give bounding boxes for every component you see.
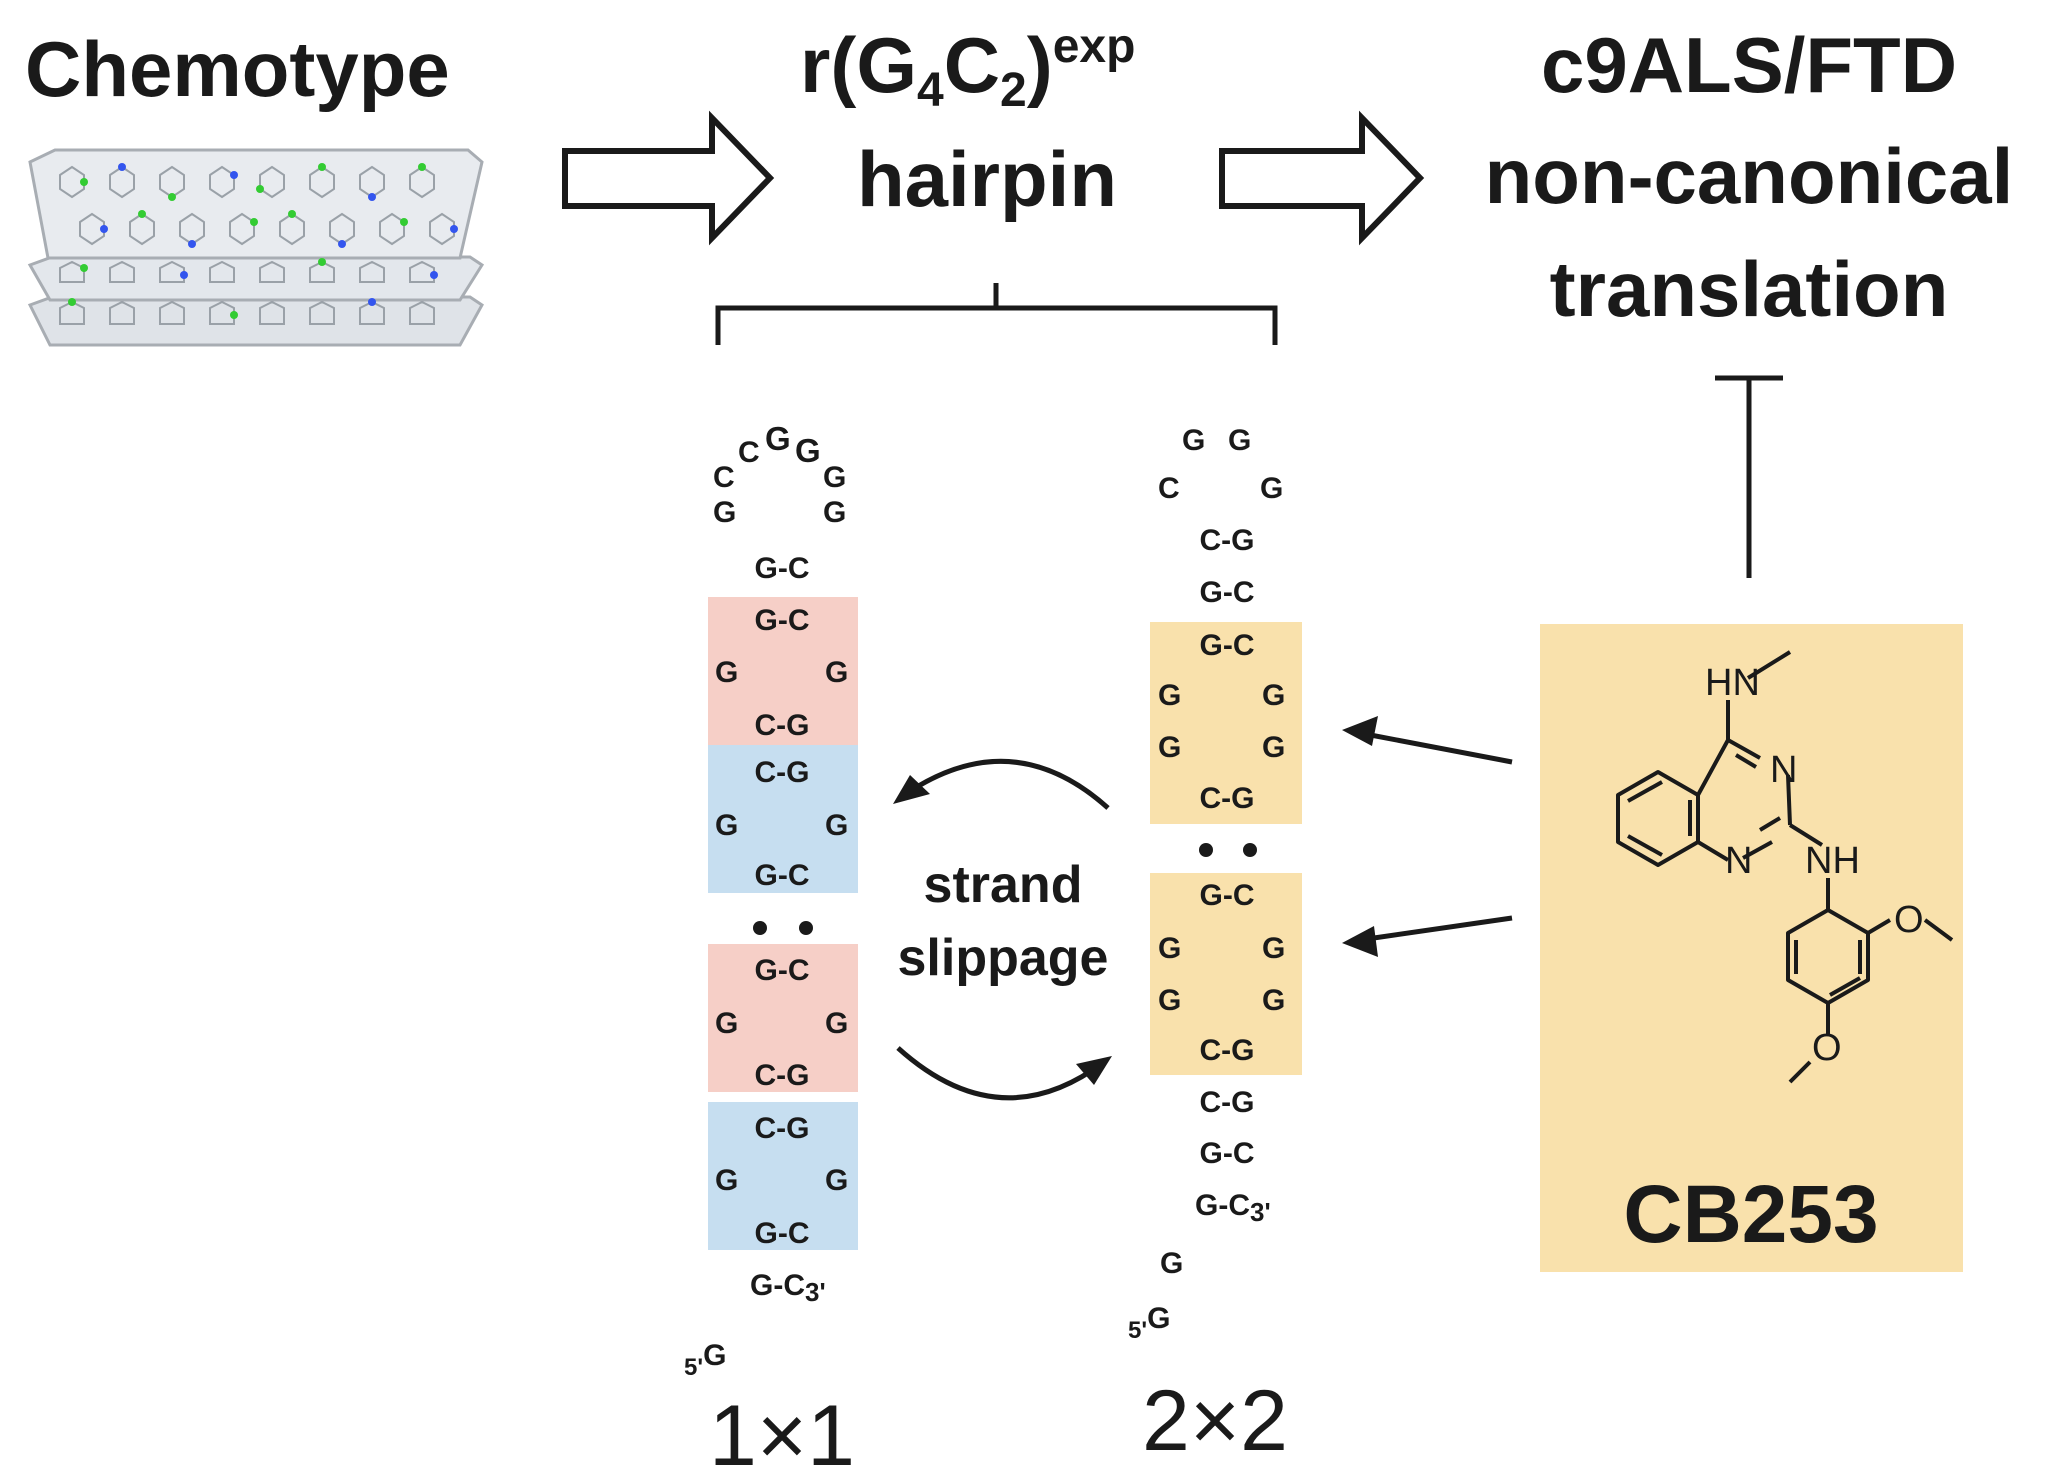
loop-base: C xyxy=(1158,472,1180,505)
hairpin-1x1: C C G G G G G G-C G-C G G C-G C-G G G G-… xyxy=(684,420,858,1484)
motif-box-pink-2 xyxy=(708,944,858,1092)
inhibition-line xyxy=(1715,375,1783,578)
terminal-pair: G-C3' xyxy=(1195,1189,1271,1227)
base-pair: G-C xyxy=(755,552,810,585)
loop-base: G xyxy=(823,461,846,494)
motif-label-2x2: 2×2 xyxy=(1142,1373,1288,1469)
arrow-chemotype-to-hairpin xyxy=(562,110,775,246)
base-pair: C-G xyxy=(1200,1034,1255,1067)
base-pair: G-C xyxy=(1200,879,1255,912)
loop-base: C xyxy=(713,461,735,494)
unpaired-base: G xyxy=(1158,932,1181,965)
binding-arrow-upper xyxy=(1359,730,1513,765)
unpaired-base: G xyxy=(1158,679,1181,712)
unpaired-base: G xyxy=(715,1164,738,1197)
unpaired-base: G xyxy=(1158,731,1181,764)
motif-label-1x1: 1×1 xyxy=(709,1388,855,1484)
base-pair: C-G xyxy=(1200,782,1255,815)
loop-base: G xyxy=(1228,424,1251,457)
motif-box-blue-1 xyxy=(708,745,858,893)
base-pair: G-C xyxy=(1200,1137,1255,1170)
slippage-label-line-2: slippage xyxy=(898,929,1109,987)
five-prime-end: 5'G xyxy=(684,1339,726,1381)
dot xyxy=(799,921,813,935)
slippage-arrow-top xyxy=(898,759,1110,810)
unpaired-base: G xyxy=(825,809,848,842)
terminal-pair: G-C3' xyxy=(750,1269,826,1307)
base-pair: C-G xyxy=(755,756,810,789)
loop-base: G xyxy=(1182,424,1205,457)
slippage-arrow-bottom-head xyxy=(1076,1056,1112,1085)
binding-arrow-lower xyxy=(1359,915,1513,943)
loop-base: C xyxy=(738,436,760,469)
compound-panel: HN N N NH O O CB253 xyxy=(1540,624,1963,1272)
loop-base: G xyxy=(795,432,821,469)
slippage-arrow-bottom xyxy=(896,1046,1106,1101)
unpaired-base: G xyxy=(715,809,738,842)
unpaired-base: G xyxy=(825,1007,848,1040)
chemotype-plates-icon xyxy=(27,148,485,347)
atom-n-ring-lower: N xyxy=(1725,840,1752,882)
unpaired-base: G xyxy=(715,1007,738,1040)
hairpin-brace xyxy=(715,283,1278,345)
binding-arrow-lower-head xyxy=(1342,926,1378,957)
base-pair: G-C xyxy=(1200,629,1255,662)
motif-box-yellow-1 xyxy=(1150,622,1302,824)
dot xyxy=(753,921,767,935)
unpaired-base: G xyxy=(1262,679,1285,712)
atom-nh: NH xyxy=(1805,840,1860,882)
dot xyxy=(1199,843,1213,857)
dot xyxy=(1243,843,1257,857)
compound-name: CB253 xyxy=(1623,1169,1878,1260)
base-pair: C-G xyxy=(755,709,810,742)
atom-hn: HN xyxy=(1705,662,1760,704)
base-pair: C-G xyxy=(1200,1086,1255,1119)
base-pair: C-G xyxy=(1200,524,1255,557)
base-pair: G-C xyxy=(755,954,810,987)
loop-base: G xyxy=(1260,472,1283,505)
outcome-line-3: translation xyxy=(1550,245,1949,333)
chemotype-label: Chemotype xyxy=(25,25,450,113)
motif-box-yellow-2 xyxy=(1150,873,1302,1075)
unpaired-base: G xyxy=(825,656,848,689)
unpaired-base: G xyxy=(1158,984,1181,1017)
base-pair: G-C xyxy=(755,604,810,637)
atom-o-para: O xyxy=(1812,1027,1842,1069)
hairpin-title: r(G4C2)exp xyxy=(800,20,1135,117)
tail-base: G xyxy=(1160,1247,1183,1280)
motif-box-pink-1 xyxy=(708,597,858,745)
outcome-line-2: non-canonical xyxy=(1485,132,2014,220)
arrow-hairpin-to-outcome xyxy=(1219,110,1425,246)
base-pair: C-G xyxy=(755,1059,810,1092)
hairpin-2x2: G G C G C-G G-C G-C G G G G C-G G-C G G … xyxy=(1128,424,1302,1469)
loop-base: G xyxy=(823,496,846,529)
unpaired-base: G xyxy=(1262,932,1285,965)
compound-box xyxy=(1540,624,1963,1272)
atom-o-ortho: O xyxy=(1894,899,1924,941)
unpaired-base: G xyxy=(715,656,738,689)
slippage-arrow-top-head xyxy=(893,775,930,804)
cb253-structure xyxy=(1616,650,1954,1084)
slippage-label-line-1: strand xyxy=(924,856,1083,914)
atom-n-ring-upper: N xyxy=(1770,749,1797,791)
strand-slippage: strand slippage xyxy=(893,759,1112,1101)
base-pair: C-G xyxy=(755,1112,810,1145)
base-pair: G-C xyxy=(755,1217,810,1250)
unpaired-base: G xyxy=(1262,984,1285,1017)
base-pair: G-C xyxy=(1200,576,1255,609)
motif-box-blue-2 xyxy=(708,1102,858,1250)
unpaired-base: G xyxy=(1262,731,1285,764)
base-pair: G-C xyxy=(755,859,810,892)
unpaired-base: G xyxy=(825,1164,848,1197)
loop-base: G xyxy=(713,496,736,529)
hairpin-word: hairpin xyxy=(857,135,1117,223)
loop-base: G xyxy=(765,420,791,457)
five-prime-end: 5'G xyxy=(1128,1302,1170,1344)
outcome-line-1: c9ALS/FTD xyxy=(1541,21,1957,109)
binding-arrow-upper-head xyxy=(1342,716,1378,746)
